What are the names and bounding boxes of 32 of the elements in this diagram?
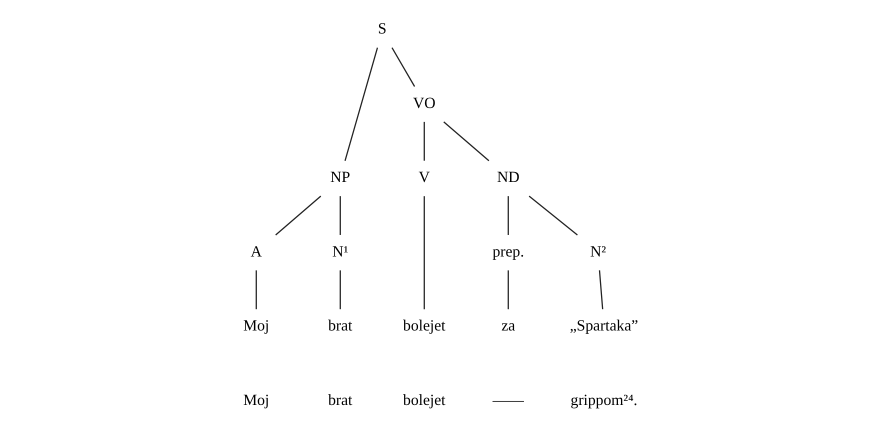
connector	[598, 270, 604, 310]
node-text: VO	[413, 94, 436, 112]
connector	[275, 196, 322, 236]
label: Moj	[243, 392, 270, 409]
connector	[256, 270, 257, 310]
connector	[424, 196, 425, 310]
connector	[424, 122, 425, 161]
connector	[508, 196, 509, 235]
node-text: brat	[328, 318, 352, 335]
label: ——	[492, 392, 524, 409]
node-text: N²	[590, 243, 606, 260]
connector	[340, 196, 341, 235]
node-text: NP	[330, 169, 350, 186]
connector	[443, 121, 490, 162]
node-text: V	[418, 169, 430, 186]
connector	[340, 270, 341, 310]
node-text: „Spartaka”	[570, 318, 638, 335]
node-text: N¹	[332, 243, 348, 260]
node-text: S	[378, 20, 387, 38]
connector	[508, 270, 509, 310]
node-text: bolejet	[403, 318, 446, 335]
connector	[528, 196, 578, 236]
node-text: A	[250, 243, 262, 260]
connector	[391, 47, 416, 87]
node-text: ND	[497, 169, 520, 186]
label: brat	[328, 392, 352, 409]
node-text: prep.	[492, 243, 524, 260]
connector	[344, 48, 378, 161]
label: bolejet	[403, 392, 446, 409]
node-text: za	[501, 318, 516, 335]
label: grippom²⁴.	[570, 392, 638, 409]
node-text: Moj	[243, 318, 270, 335]
